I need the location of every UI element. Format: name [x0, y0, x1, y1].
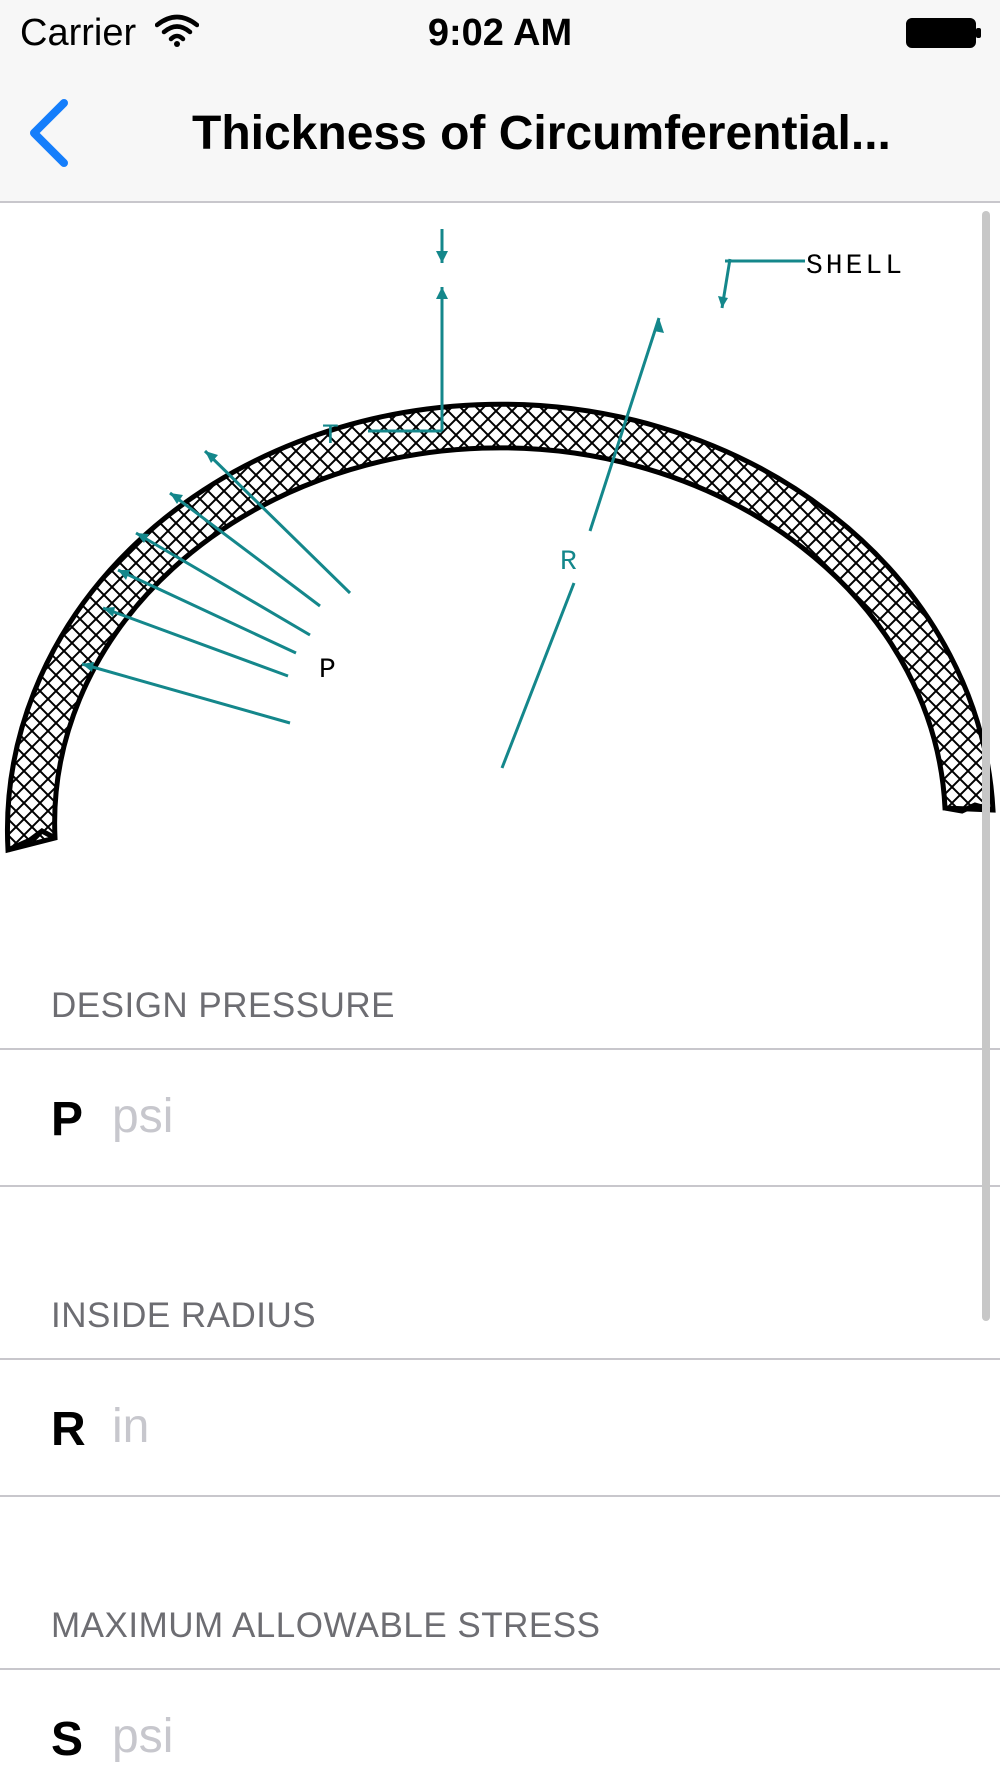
chevron-left-icon — [30, 99, 68, 167]
inside-radius-cell[interactable]: R — [0, 1358, 1000, 1497]
status-bar: Carrier 9:02 AM — [0, 0, 1000, 62]
page-title: Thickness of Circumferential... — [192, 107, 891, 160]
navigation-bar: Thickness of Circumferential... — [0, 62, 1000, 203]
carrier-label: Carrier — [20, 12, 137, 54]
section-header-design-pressure: DESIGN PRESSURE — [51, 986, 395, 1025]
label-t: T — [322, 421, 339, 452]
shell-diagram: SHELL T R P — [4, 229, 996, 854]
battery-icon — [906, 18, 981, 48]
max-allowable-stress-symbol: S — [51, 1713, 84, 1766]
design-pressure-input[interactable] — [112, 1080, 932, 1152]
wifi-icon — [155, 14, 199, 47]
section-header-max-allowable-stress: MAXIMUM ALLOWABLE STRESS — [51, 1606, 601, 1645]
status-time: 9:02 AM — [427, 12, 573, 54]
scroll-content[interactable]: SHELL T R P DESIGN PRESSURE P INSIDE RAD… — [0, 203, 1000, 1778]
back-button[interactable] — [20, 97, 80, 167]
inside-radius-input[interactable] — [112, 1390, 932, 1462]
design-pressure-symbol: P — [51, 1093, 84, 1146]
inside-radius-symbol: R — [51, 1403, 86, 1456]
max-allowable-stress-input[interactable] — [112, 1700, 932, 1772]
max-allowable-stress-cell[interactable]: S — [0, 1668, 1000, 1778]
label-r: R — [560, 547, 577, 578]
label-shell: SHELL — [806, 251, 905, 282]
label-p: P — [319, 655, 336, 686]
design-pressure-cell[interactable]: P — [0, 1048, 1000, 1187]
scroll-indicator[interactable] — [982, 211, 990, 1321]
section-header-inside-radius: INSIDE RADIUS — [51, 1296, 317, 1335]
